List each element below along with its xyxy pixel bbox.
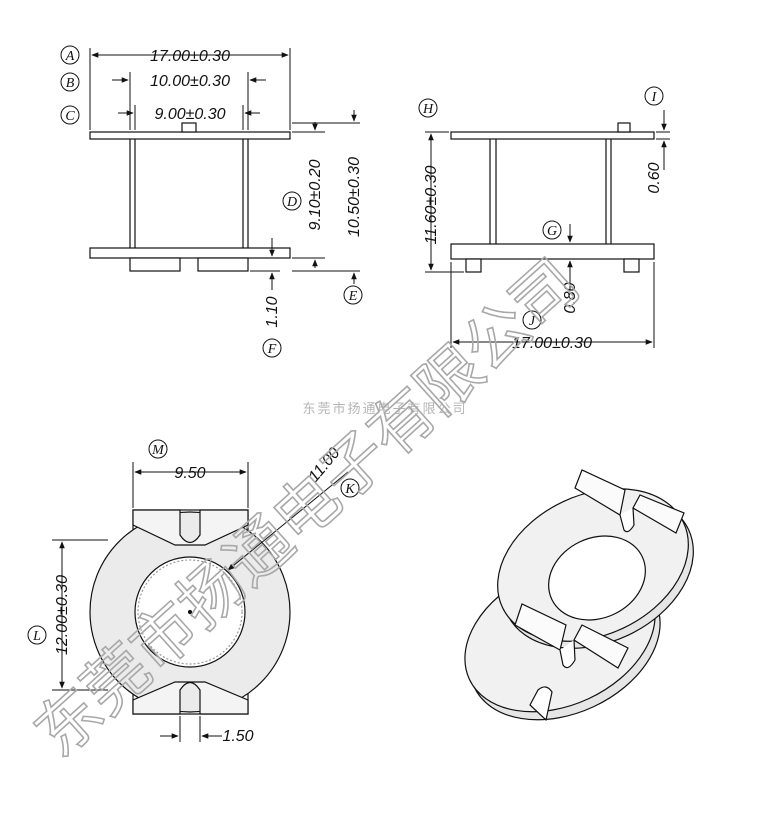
callout-c: C <box>65 109 75 124</box>
callout-l: L <box>32 629 41 644</box>
dim-g-value: 0.80 <box>562 282 579 313</box>
callout-f: F <box>267 342 277 357</box>
side-view <box>450 122 655 273</box>
dim-b-value: 10.00±0.30 <box>150 73 230 90</box>
dim-d-value: 9.10±0.20 <box>307 159 324 230</box>
dim-l-value: 12.00±0.30 <box>54 575 71 655</box>
company-name: 东莞市扬通电子有限公司 <box>302 401 467 417</box>
callout-h: H <box>422 102 434 117</box>
callout-i: I <box>651 90 658 105</box>
callout-letters: A B C D E F H I G J M K L <box>32 49 658 644</box>
dimension-values: 17.00±0.30 10.00±0.30 9.00±0.30 9.10±0.2… <box>54 48 663 745</box>
isometric-view <box>464 469 694 722</box>
dim-h-value: 11.60±0.30 <box>423 166 440 245</box>
dim-j-value: 17.00±0.30 <box>512 335 592 352</box>
front-view-dimensions <box>89 48 360 290</box>
top-view <box>89 509 291 715</box>
dim-n-value: 1.50 <box>222 728 253 745</box>
side-view-dimensions <box>425 110 670 348</box>
callout-e: E <box>348 289 358 304</box>
callout-d: D <box>286 195 297 210</box>
callout-labels <box>27 45 664 645</box>
callout-k: K <box>344 482 355 497</box>
callout-g: G <box>547 224 557 239</box>
callout-b: B <box>66 76 75 91</box>
dim-m-value: 9.50 <box>174 465 205 482</box>
callout-j: J <box>529 314 536 329</box>
dim-a-value: 17.00±0.30 <box>150 48 230 65</box>
dim-f-value: 1.10 <box>264 296 281 327</box>
dim-c-value: 9.00±0.30 <box>154 106 225 123</box>
top-view-dimensions <box>52 462 349 742</box>
front-view <box>89 122 291 272</box>
dim-i-value: 0.60 <box>646 162 663 193</box>
callout-a: A <box>65 49 75 64</box>
callout-m: M <box>151 443 165 458</box>
dim-e-value: 10.50±0.30 <box>346 157 363 237</box>
